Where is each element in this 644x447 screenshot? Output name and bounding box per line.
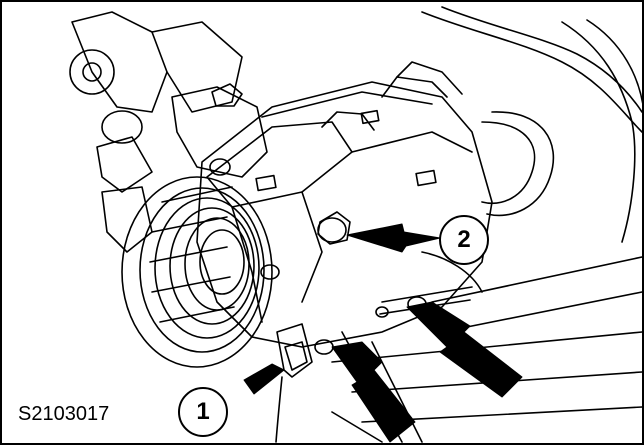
pulley xyxy=(121,176,273,368)
mounting-bracket xyxy=(69,11,268,253)
background-hoses xyxy=(421,6,644,243)
callout-2: 2 xyxy=(439,215,489,265)
compressor-body xyxy=(196,61,493,348)
arrow-icon xyxy=(331,341,416,443)
arrow-icon xyxy=(346,223,441,253)
callout-1: 1 xyxy=(178,387,228,437)
arrow-icon xyxy=(243,363,285,395)
figure-reference-code: S2103017 xyxy=(18,403,110,425)
bolts xyxy=(209,158,427,355)
arrow-icon xyxy=(406,301,523,398)
electrical-connector xyxy=(275,323,313,443)
